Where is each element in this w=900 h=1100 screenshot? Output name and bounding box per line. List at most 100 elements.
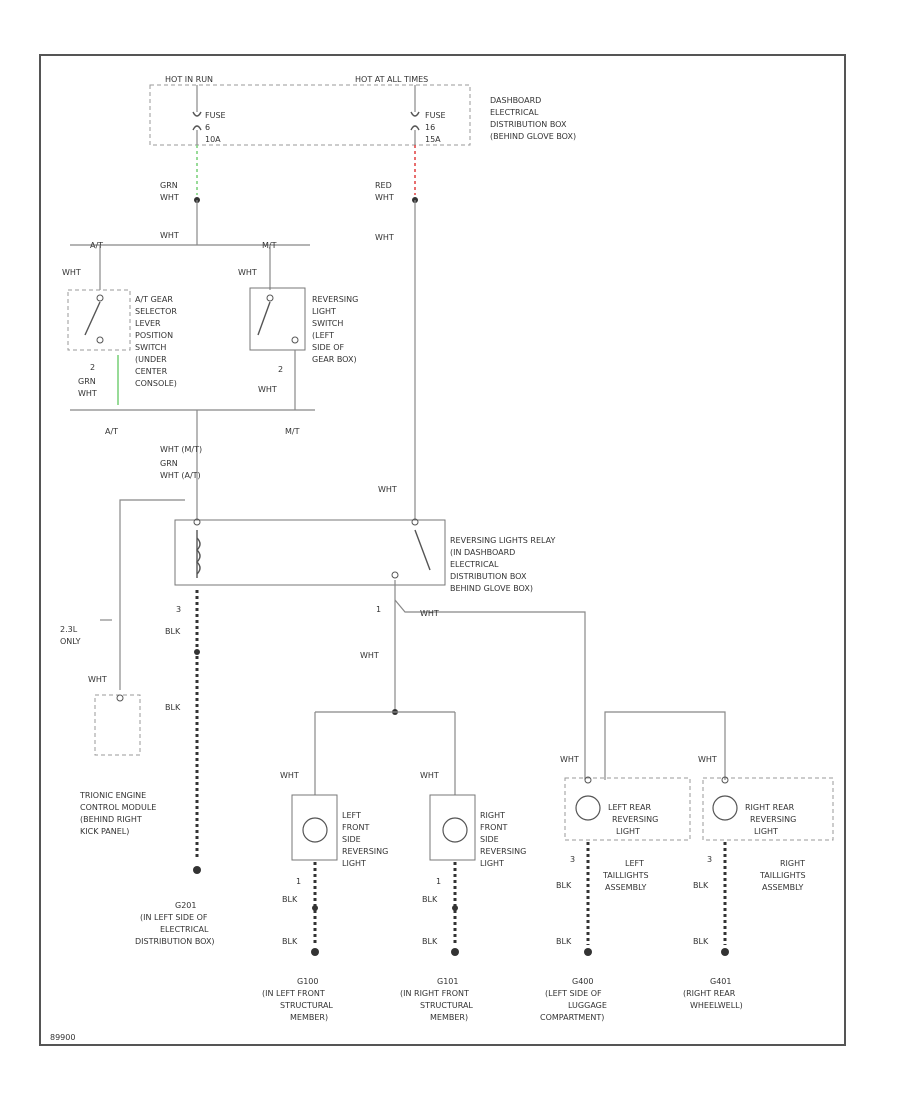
right-rear-reversing-light: WHT RIGHT REAR REVERSING LIGHT RIGHT TAI…: [698, 755, 834, 892]
trionic-label-2: CONTROL MODULE: [80, 803, 156, 812]
fuse-6: [192, 85, 202, 145]
g400-label-4: COMPARTMENT): [540, 1013, 604, 1022]
g401-label-2: (RIGHT REAR: [683, 989, 736, 998]
branch-mt-bottom: M/T: [285, 427, 300, 436]
lf-blk-1: BLK: [282, 895, 298, 904]
g100-label-3: STRUCTURAL: [280, 1001, 333, 1010]
at-switch-label-3: LEVER: [135, 319, 161, 328]
at-switch-label-5: SWITCH: [135, 343, 166, 352]
rr-pin-3: 3: [707, 855, 712, 864]
branch-at-bottom: A/T: [105, 427, 118, 436]
trionic-label-3: (BEHIND RIGHT: [80, 815, 142, 824]
grn-wht-top-1: GRN: [160, 181, 178, 190]
relay-label-1: REVERSING LIGHTS RELAY: [450, 536, 556, 545]
g201-label-3: ELECTRICAL: [160, 925, 209, 934]
coil-blk-1: BLK: [165, 627, 181, 636]
g201-label-4: DISTRIBUTION BOX): [135, 937, 215, 946]
red-wht-top-1: RED: [375, 181, 392, 190]
rr-blk-2: BLK: [693, 937, 709, 946]
at-switch-wht: WHT: [62, 268, 81, 277]
left-rear-reversing-light: WHT LEFT REAR REVERSING LIGHT LEFT TAILL…: [560, 755, 691, 892]
trionic-label-4: KICK PANEL): [80, 827, 129, 836]
r-assy-label-3: ASSEMBLY: [762, 883, 803, 892]
lr-blk-2: BLK: [556, 937, 572, 946]
trionic-only-1: 2.3L: [60, 625, 78, 634]
relay-out-pin-1: 1: [376, 605, 381, 614]
rf-wht: WHT: [420, 771, 439, 780]
at-switch-label-6: (UNDER: [135, 355, 167, 364]
relay-out-wht-right: WHT: [420, 609, 439, 618]
at-switch-label-1: A/T GEAR: [135, 295, 173, 304]
lf-label-5: LIGHT: [342, 859, 366, 868]
rr-blk-1: BLK: [693, 881, 709, 890]
lf-blk-2: BLK: [282, 937, 298, 946]
rf-label-1: RIGHT: [480, 811, 505, 820]
at-gear-selector-switch: WHT A/T GEAR SELECTOR LEVER POSITION SWI…: [62, 268, 177, 388]
rev-switch-label-1: REVERSING: [312, 295, 358, 304]
hot-in-run-label: HOT IN RUN: [165, 75, 213, 84]
lf-label-3: SIDE: [342, 835, 361, 844]
rr-label-2: REVERSING: [750, 815, 796, 824]
lf-pin-1: 1: [296, 877, 301, 886]
relay-label-5: BEHIND GLOVE BOX): [450, 584, 533, 593]
hot-at-all-times-label: HOT AT ALL TIMES: [355, 75, 428, 84]
g100-label-2: (IN LEFT FRONT: [262, 989, 325, 998]
rr-label-3: LIGHT: [754, 827, 778, 836]
relay-label-4: DISTRIBUTION BOX: [450, 572, 527, 581]
fuse-16-label-1: FUSE: [425, 111, 446, 120]
relay-label-2: (IN DASHBOARD: [450, 548, 515, 557]
distribution-box: HOT IN RUN HOT AT ALL TIMES FUSE 6 10A F…: [149, 75, 576, 146]
rev-switch-label-6: GEAR BOX): [312, 355, 357, 364]
rf-pin-1: 1: [436, 877, 441, 886]
fuse-6-label-1: FUSE: [205, 111, 226, 120]
branch-at-top: A/T: [90, 241, 103, 250]
reversing-light-switch: WHT REVERSING LIGHT SWITCH (LEFT SIDE OF…: [238, 268, 358, 364]
lf-label-1: LEFT: [342, 811, 361, 820]
mt-wht: WHT: [258, 385, 277, 394]
branch-mt-top: M/T: [262, 241, 277, 250]
grn-at-label-1: GRN: [160, 459, 178, 468]
g100-label-1: G100: [297, 977, 318, 986]
fuse-6-label-2: 6: [205, 123, 210, 132]
wht-right-feed: WHT: [375, 233, 394, 242]
r-assy-label-2: TAILLIGHTS: [759, 871, 806, 880]
lr-label-1: LEFT REAR: [608, 803, 651, 812]
g401-label-3: WHEELWELL): [690, 1001, 743, 1010]
rf-blk-1: BLK: [422, 895, 438, 904]
rf-label-2: FRONT: [480, 823, 507, 832]
rev-switch-label-5: SIDE OF: [312, 343, 344, 352]
coil-blk-2: BLK: [165, 703, 181, 712]
g400-label-1: G400: [572, 977, 593, 986]
g400-label-3: LUGGAGE: [568, 1001, 607, 1010]
fuse-16-label-3: 15A: [425, 135, 441, 144]
at-switch-label-2: SELECTOR: [135, 307, 177, 316]
l-assy-label-3: ASSEMBLY: [605, 883, 646, 892]
dist-box-label-3: DISTRIBUTION BOX: [490, 120, 567, 129]
l-assy-label-1: LEFT: [625, 859, 644, 868]
right-front-side-reversing-light: WHT RIGHT FRONT SIDE REVERSING LIGHT: [420, 771, 526, 868]
wht-relay-in: WHT: [378, 485, 397, 494]
grn-wht-top-2: WHT: [160, 193, 179, 202]
reversing-lights-relay: REVERSING LIGHTS RELAY (IN DASHBOARD ELE…: [174, 518, 556, 593]
g201-label-1: G201: [175, 901, 196, 910]
lf-wht: WHT: [280, 771, 299, 780]
dist-box-label-1: DASHBOARD: [490, 96, 541, 105]
trionic-only-2: ONLY: [60, 637, 81, 646]
dist-box-label-4: (BEHIND GLOVE BOX): [490, 132, 576, 141]
lr-label-2: REVERSING: [612, 815, 658, 824]
coil-pin-3: 3: [176, 605, 181, 614]
rf-label-4: REVERSING: [480, 847, 526, 856]
l-assy-label-2: TAILLIGHTS: [602, 871, 649, 880]
rev-switch-label-3: SWITCH: [312, 319, 343, 328]
dist-box-label-2: ELECTRICAL: [490, 108, 539, 117]
mt-pin-2: 2: [278, 365, 283, 374]
lr-blk-1: BLK: [556, 881, 572, 890]
rr-wht: WHT: [698, 755, 717, 764]
rev-switch-label-2: LIGHT: [312, 307, 336, 316]
at-grn-1: GRN: [78, 377, 96, 386]
diagram-id: 89900: [50, 1033, 75, 1042]
rr-label-1: RIGHT REAR: [745, 803, 795, 812]
at-grn-2: WHT: [78, 389, 97, 398]
trionic-label-1: TRIONIC ENGINE: [79, 791, 146, 800]
